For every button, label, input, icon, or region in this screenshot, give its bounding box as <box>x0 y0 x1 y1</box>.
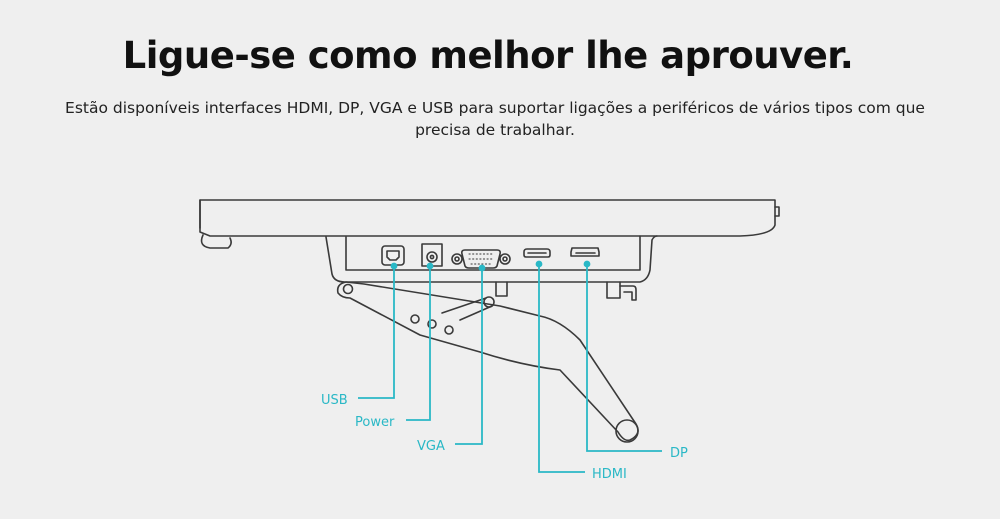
hdmi-leader-line <box>535 260 585 473</box>
usb-port-icon <box>381 245 405 266</box>
subtitle-line-2: precisa de trabalhar. <box>415 121 575 139</box>
monitor-body <box>199 199 780 301</box>
power-leader-line <box>406 262 434 421</box>
hdmi-label: HDMI <box>592 467 627 482</box>
vga-label: VGA <box>417 439 445 454</box>
usb-leader-line <box>358 262 398 399</box>
power-label: Power <box>355 415 395 430</box>
page-subtitle: Estão disponíveis interfaces HDMI, DP, V… <box>40 97 950 141</box>
stand-arm <box>336 281 639 443</box>
vga-port-icon <box>451 249 511 269</box>
vga-leader-line <box>455 264 486 445</box>
usb-label: USB <box>321 393 348 408</box>
dp-port-icon <box>570 247 600 257</box>
subtitle-line-1: Estão disponíveis interfaces HDMI, DP, V… <box>65 99 925 117</box>
dp-label: DP <box>670 446 688 461</box>
page-title: Ligue-se como melhor lhe aprouver. <box>122 34 854 77</box>
hdmi-port-icon <box>523 248 551 258</box>
dp-leader-line <box>583 260 662 452</box>
power-port-icon <box>421 243 443 267</box>
